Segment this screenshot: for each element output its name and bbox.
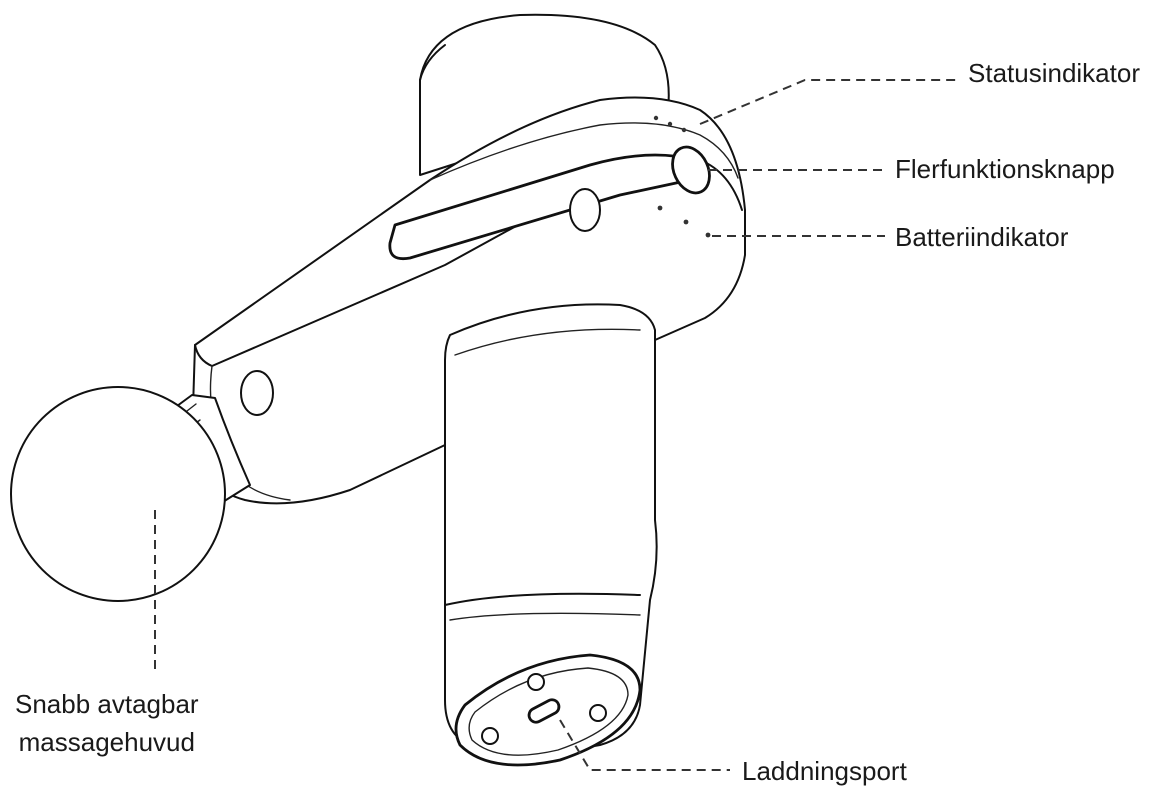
handle — [444, 303, 658, 754]
leader-charging-port — [559, 719, 730, 771]
label-massage-head-line2: massagehuvud — [18, 726, 195, 757]
label-massage-head: Snabb avtagbar massagehuvud — [15, 686, 199, 761]
leader-status-indicator — [699, 79, 960, 125]
label-charging-port: Laddningsport — [742, 756, 907, 786]
label-multifunction-button: Flerfunktionsknapp — [895, 154, 1115, 184]
motor-cap — [419, 13, 670, 176]
multifunction-button-shape — [671, 145, 711, 195]
status-indicator-dots — [653, 115, 687, 133]
label-massage-head-line1: Snabb avtagbar — [15, 689, 199, 719]
label-status-indicator: Statusindikator — [968, 58, 1140, 88]
side-screw-lower — [240, 370, 274, 416]
massage-ball — [10, 386, 226, 602]
label-battery-indicator: Batteriindikator — [895, 222, 1069, 252]
side-screw-upper — [569, 188, 601, 232]
battery-indicator-dots — [657, 205, 711, 238]
charging-port-shape — [527, 698, 561, 724]
